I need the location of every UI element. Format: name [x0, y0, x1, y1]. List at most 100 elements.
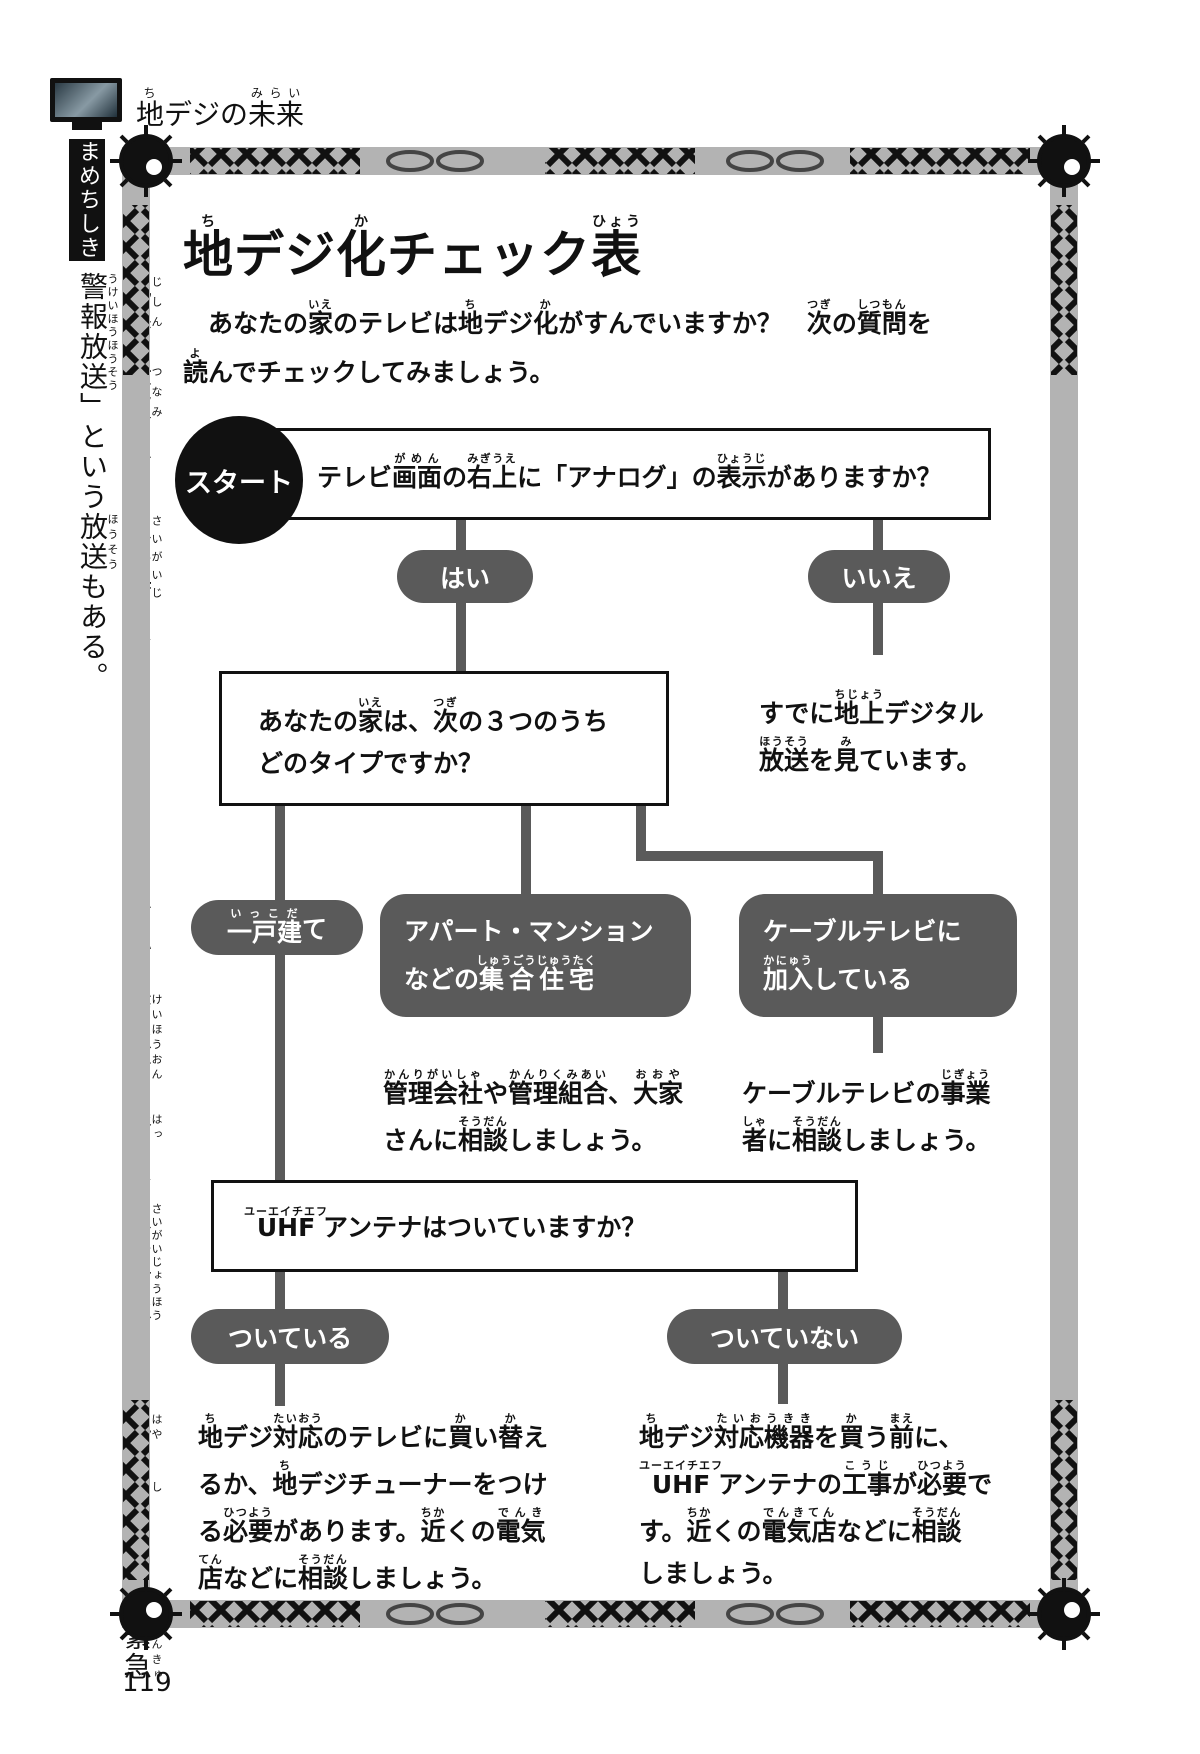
intro-line: あなたの家いえのテレビは地ちデジ化かがすんでいますか？ 次つぎの質問しつもんを: [183, 298, 932, 338]
frame-right: [1050, 147, 1078, 1627]
furigana-word: 大家おおや: [633, 1068, 684, 1108]
trivia-label: まめちしき: [69, 139, 105, 261]
furigana-word: 表ひょう: [591, 214, 642, 284]
furigana-word: 地ち: [639, 1412, 665, 1452]
apartment-line: アパート・マンション: [404, 916, 654, 946]
furigana-word: 対応機器たいおうきき: [714, 1412, 815, 1452]
furigana-word: 化か: [533, 298, 559, 338]
result-line: ケーブルテレビの事業じぎょう: [742, 1068, 991, 1108]
no-result-text: すでに地上ちじょうデジタル 放送ほうそうを見みています。: [759, 688, 984, 782]
furigana-word: 買か: [839, 1412, 865, 1452]
apartment-type-label: アパート・マンション などの集合住宅しゅうごうじゅうたく: [380, 894, 691, 1017]
apartment-line: などの集合住宅しゅうごうじゅうたく: [404, 953, 597, 994]
x-pattern-top: [190, 148, 1030, 1627]
page-heading: 地ちデジ化かチェック表ひょう: [183, 214, 642, 284]
furigana-word: 電気でんき: [495, 1506, 546, 1546]
result-line: 地ちデジ対応たいおうのテレビに買かい替かえ: [198, 1412, 549, 1452]
furigana-word: 地ち: [136, 86, 165, 131]
furigana-word: 地上ちじょう: [834, 688, 885, 728]
connector-cable-2: [873, 851, 883, 901]
question-1-text: テレビ画面がめんの右上みぎうえに「アナログ」の表示ひょうじがありますか？: [317, 452, 942, 492]
furigana-word: 必要ひつよう: [917, 1459, 968, 1499]
furigana-word: 表示ひょうじ: [716, 452, 767, 492]
furigana-word: 管理会社かんりがいしゃ: [383, 1068, 484, 1108]
question-3-text: UHFユーエイチエフアンテナはついていますか？: [244, 1205, 647, 1242]
tv-stand-icon: [72, 122, 102, 130]
furigana-word: 替か: [498, 1412, 524, 1452]
furigana-word: 対応たいおう: [273, 1412, 324, 1452]
furigana-word: 一戸建いっこだ: [226, 906, 302, 947]
result-line: 地ちデジ対応機器たいおうききを買かう前まえに、: [639, 1412, 964, 1452]
question-2-line: あなたの家いえは、次つぎの３つのうち: [258, 696, 609, 736]
furigana-word: 必要ひつよう: [223, 1506, 274, 1546]
furigana-word: 電気店でんきてん: [761, 1506, 837, 1546]
connector-apartment: [521, 806, 531, 906]
furigana-word: 近ちか: [420, 1506, 446, 1546]
result-line: す。近ちかくの電気店でんきてんなどに相談そうだん: [639, 1506, 962, 1546]
furigana-word: 家いえ: [308, 298, 334, 338]
furigana-word: 放送ほうそう: [759, 735, 810, 775]
furigana-word: 次つぎ: [806, 298, 832, 338]
result-line: すでに地上ちじょうデジタル: [759, 688, 984, 728]
result-line: る必要ひつようがあります。近ちかくの電気でんき: [198, 1506, 546, 1546]
cable-line: ケーブルテレビに: [763, 916, 962, 946]
result-line: しましょう。: [639, 1559, 788, 1588]
result-line: UHFユーエイチエフアンテナの工事こうじが必要ひつようで: [639, 1459, 993, 1499]
chain-ornaments: [386, 150, 824, 1625]
tv-icon: [50, 78, 122, 122]
furigana-word: 放送ほうそう: [76, 512, 119, 572]
corner-medallion-icons: [110, 125, 1100, 1650]
furigana-word: 地ち: [458, 298, 484, 338]
result-line: さんに相談そうだんしましょう。: [383, 1115, 657, 1155]
furigana-word: 相談そうだん: [792, 1115, 843, 1155]
has-antenna-result: 地ちデジ対応たいおうのテレビに買かい替かえ るか、地ちデジチューナーをつけ る必…: [198, 1412, 548, 1600]
result-line: 管理会社かんりがいしゃや管理組合かんりくみあい、大家おおや: [383, 1068, 684, 1108]
furigana-word: 事業じぎょう: [940, 1068, 991, 1108]
furigana-word: UHFユーエイチエフ: [244, 1205, 328, 1242]
furigana-word: 未来みらい: [248, 86, 305, 131]
furigana-word: 前まえ: [889, 1412, 915, 1452]
question-2-line: どのタイプですか？: [258, 749, 484, 778]
furigana-word: 相談そうだん: [911, 1506, 962, 1546]
result-line: 者しゃに相談そうだんしましょう。: [742, 1115, 991, 1155]
furigana-word: 管理組合かんりくみあい: [508, 1068, 609, 1108]
furigana-word: 相談そうだん: [298, 1553, 349, 1593]
x-pattern-sides: [123, 205, 1077, 1580]
result-line: るか、地ちデジチューナーをつけ: [198, 1459, 548, 1499]
furigana-word: 相談そうだん: [458, 1115, 509, 1155]
furigana-word: 画面がめん: [392, 452, 443, 492]
no-label: いいえ: [808, 550, 950, 603]
intro-line: 読よんでチェックしてみましょう。: [183, 347, 555, 387]
connector-house: [275, 806, 285, 1406]
furigana-word: UHFユーエイチエフ: [639, 1459, 723, 1499]
furigana-word: 質問しつもん: [856, 298, 907, 338]
intro-text: あなたの家いえのテレビは地ちデジ化かがすんでいますか？ 次つぎの質問しつもんを …: [183, 298, 932, 396]
no-antenna-result: 地ちデジ対応機器たいおうききを買かう前まえに、 UHFユーエイチエフアンテナの工…: [639, 1412, 992, 1595]
furigana-word: 工事こうじ: [842, 1459, 893, 1499]
apartment-result-text: 管理会社かんりがいしゃや管理組合かんりくみあい、大家おおや さんに相談そうだんし…: [383, 1068, 683, 1162]
question-3-box: [211, 1180, 858, 1272]
furigana-word: 店てん: [198, 1553, 224, 1593]
furigana-word: 買か: [448, 1412, 474, 1452]
furigana-word: 化か: [336, 214, 387, 284]
cable-type-label: ケーブルテレビに 加入かにゅうしている: [739, 894, 1017, 1017]
question-2-box: あなたの家いえは、次つぎの３つのうち どのタイプですか？: [219, 671, 669, 806]
furigana-word: 加入かにゅう: [763, 953, 814, 994]
furigana-word: 見み: [834, 735, 860, 775]
connector-cable: [636, 806, 646, 861]
frame-left: [122, 147, 150, 1627]
furigana-word: 近ちか: [686, 1506, 712, 1546]
result-line: 放送ほうそうを見みています。: [759, 735, 982, 775]
cable-result-text: ケーブルテレビの事業じぎょう 者しゃに相談そうだんしましょう。: [742, 1068, 991, 1162]
chapter-title: 地ちデジの未来みらい: [136, 86, 305, 131]
yes-label: はい: [397, 550, 533, 603]
furigana-word: 集合住宅しゅうごうじゅうたく: [476, 953, 597, 994]
furigana-word: 家いえ: [358, 696, 384, 736]
furigana-word: 読よ: [183, 347, 209, 387]
has-antenna-label: ついている: [191, 1309, 389, 1364]
page-number: 119: [122, 1668, 172, 1698]
furigana-word: 地ち: [272, 1459, 298, 1499]
cable-line: 加入かにゅうしている: [763, 953, 913, 994]
furigana-word: 地ち: [183, 214, 234, 284]
